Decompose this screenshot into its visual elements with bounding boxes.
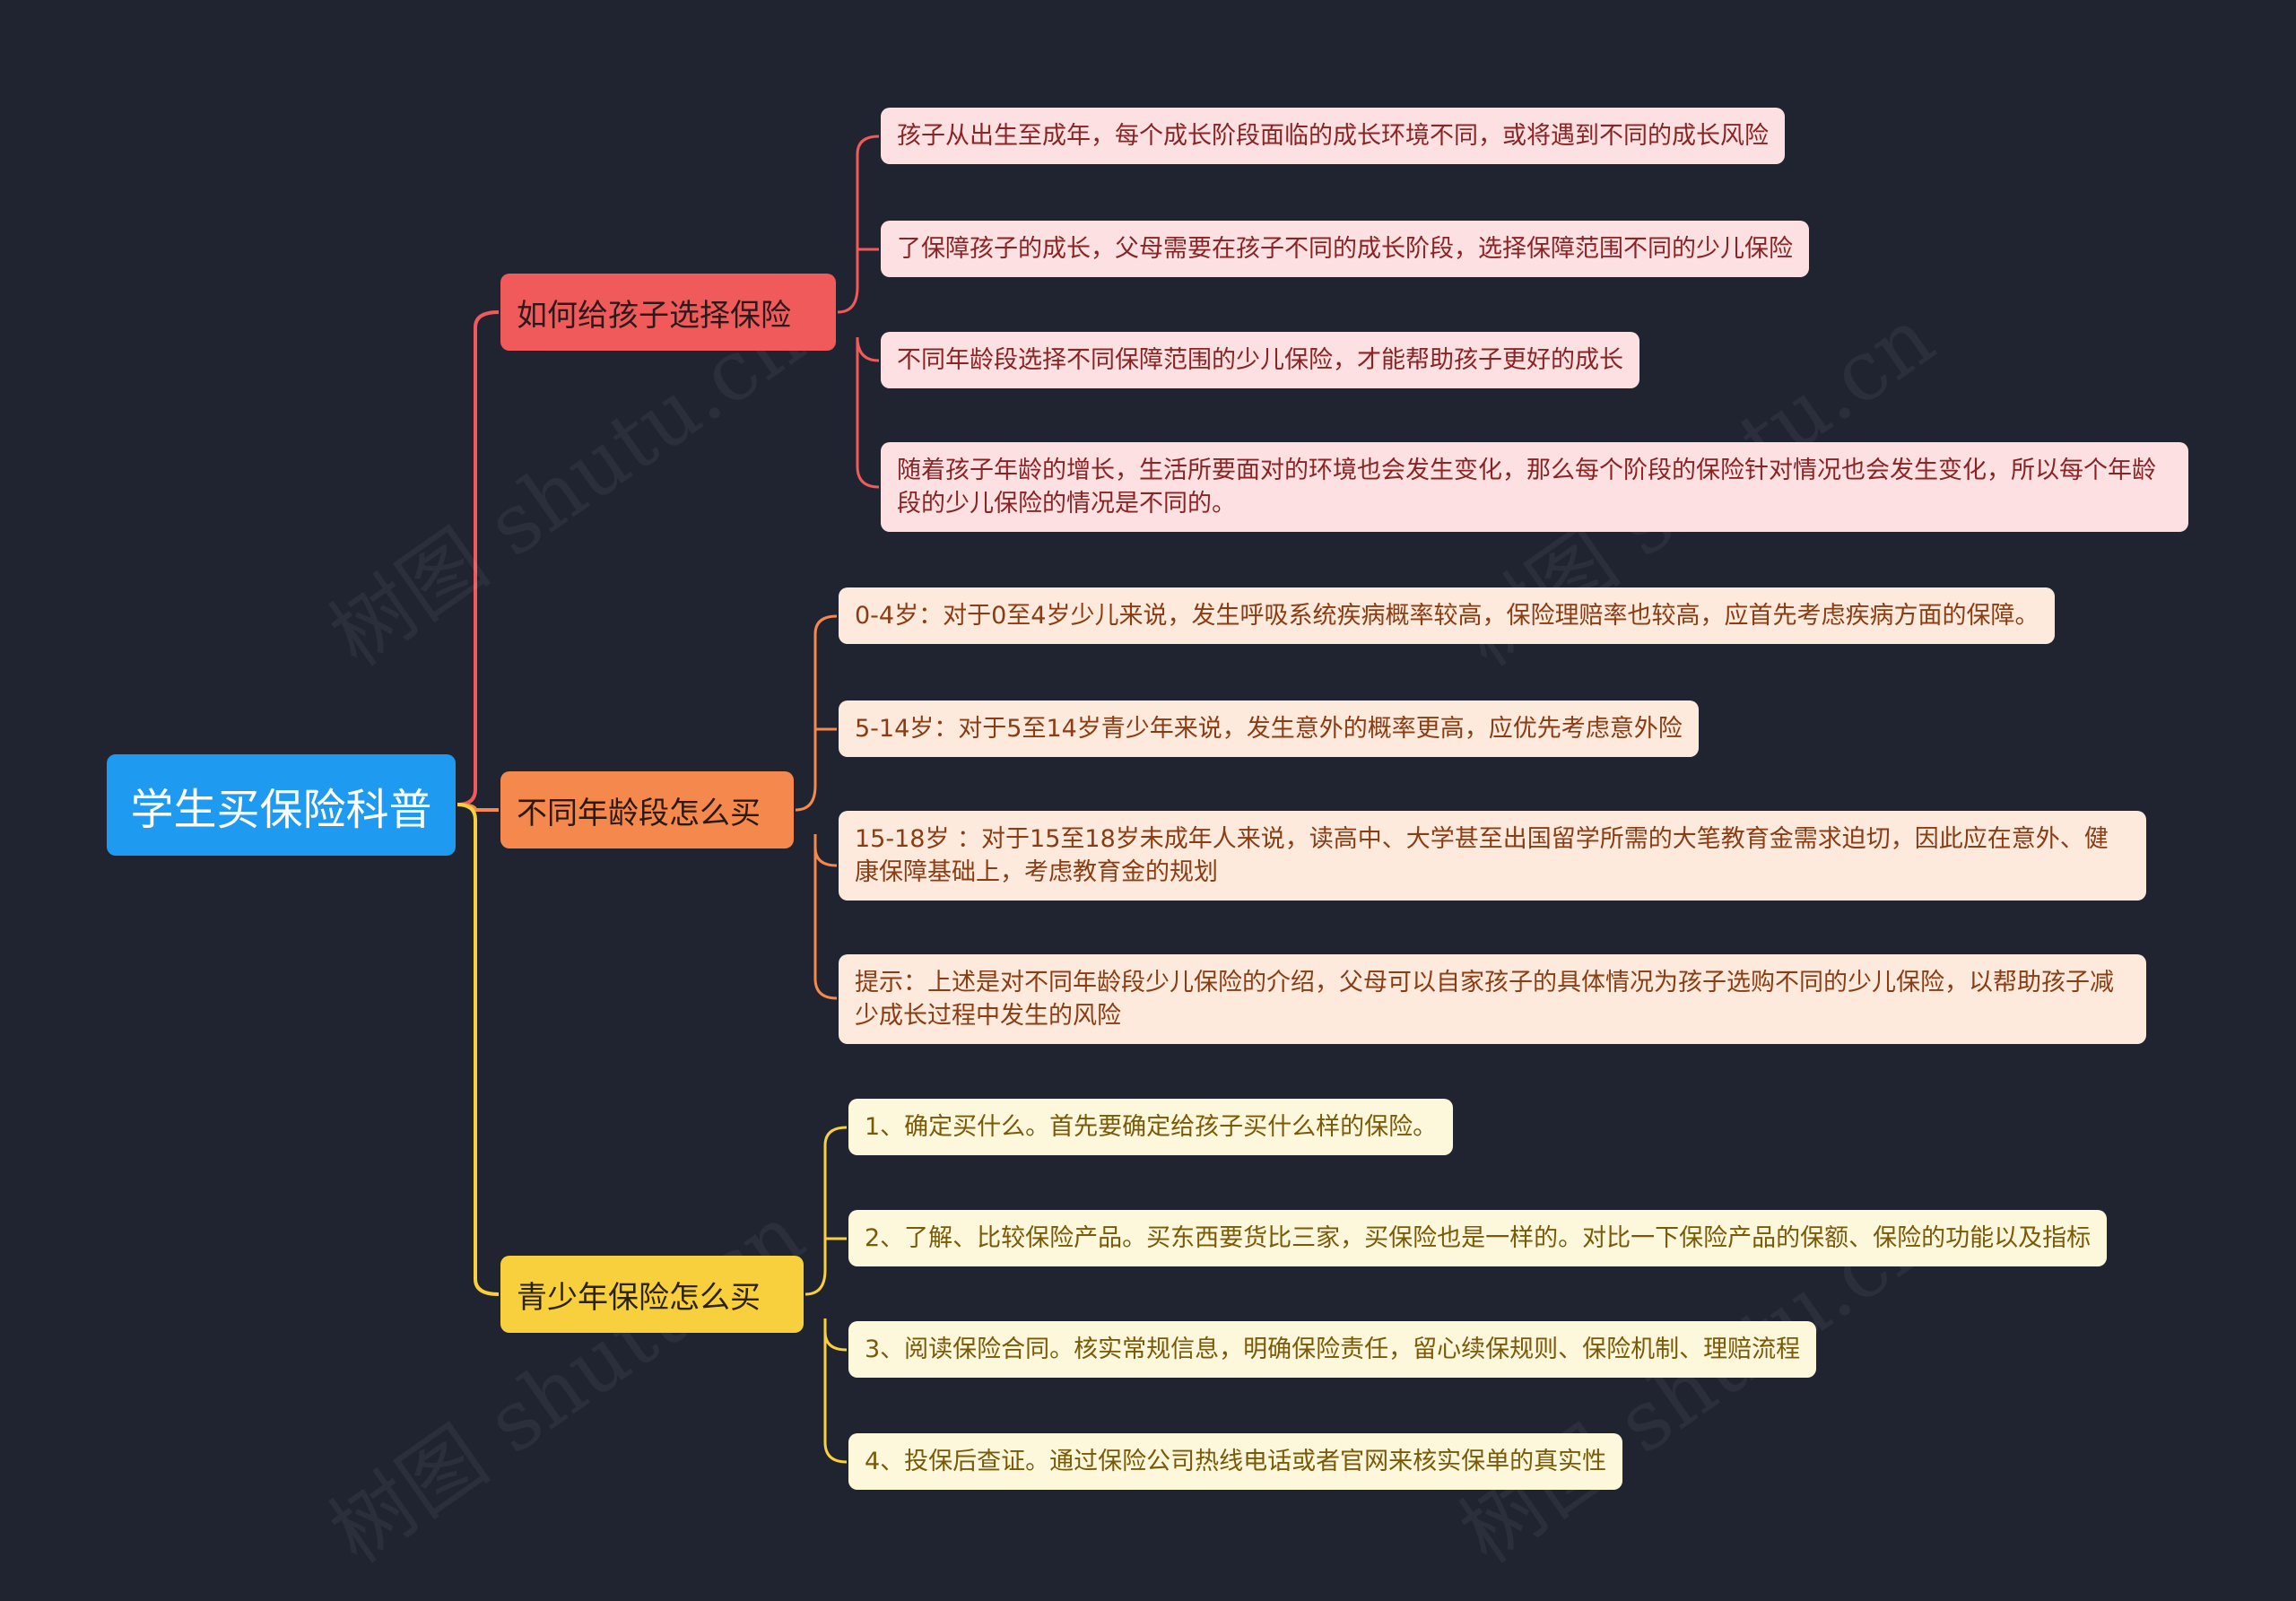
connector-branch-2-leaves	[795, 614, 838, 1000]
branch-node-by-age[interactable]: 不同年龄段怎么买	[500, 771, 794, 848]
leaf-node-1-2[interactable]: 了保障孩子的成长，父母需要在孩子不同的成长阶段，选择保障范围不同的少儿保险	[881, 221, 1809, 277]
leaf-node-2-4[interactable]: 提示：上述是对不同年龄段少儿保险的介绍，父母可以自家孩子的具体情况为孩子选购不同…	[839, 954, 2146, 1044]
leaf-label: 0-4岁：对于0至4岁少儿来说，发生呼吸系统疾病概率较高，保险理赔率也较高，应首…	[855, 602, 2039, 630]
leaf-label: 5-14岁：对于5至14岁青少年来说，发生意外的概率更高，应优先考虑意外险	[855, 715, 1683, 743]
leaf-label: 1、确定买什么。首先要确定给孩子买什么样的保险。	[865, 1113, 1438, 1141]
leaf-node-3-3[interactable]: 3、阅读保险合同。核实常规信息，明确保险责任，留心续保规则、保险机制、理赔流程	[848, 1321, 1817, 1378]
leaf-node-2-2[interactable]: 5-14岁：对于5至14岁青少年来说，发生意外的概率更高，应优先考虑意外险	[839, 700, 1699, 757]
root-label: 学生买保险科普	[130, 784, 432, 835]
branch-label: 不同年龄段怎么买	[517, 795, 761, 831]
leaf-node-1-3[interactable]: 不同年龄段选择不同保障范围的少儿保险，才能帮助孩子更好的成长	[881, 332, 1639, 388]
leaf-label: 孩子从出生至成年，每个成长阶段面临的成长环境不同，或将遇到不同的成长风险	[897, 122, 1769, 150]
leaf-node-2-1[interactable]: 0-4岁：对于0至4岁少儿来说，发生呼吸系统疾病概率较高，保险理赔率也较高，应首…	[839, 587, 2056, 644]
leaf-node-3-1[interactable]: 1、确定买什么。首先要确定给孩子买什么样的保险。	[848, 1099, 1454, 1155]
connector-root-branch-1	[457, 310, 500, 806]
leaf-label: 3、阅读保险合同。核实常规信息，明确保险责任，留心续保规则、保险机制、理赔流程	[865, 1336, 1801, 1363]
branch-node-choose-insurance[interactable]: 如何给孩子选择保险	[500, 274, 836, 351]
leaf-node-3-2[interactable]: 2、了解、比较保险产品。买东西要货比三家，买保险也是一样的。对比一下保险产品的保…	[848, 1210, 2108, 1266]
leaf-node-1-1[interactable]: 孩子从出生至成年，每个成长阶段面临的成长环境不同，或将遇到不同的成长风险	[881, 108, 1785, 164]
branch-label: 如何给孩子选择保险	[517, 297, 791, 334]
connector-branch-3-leaves	[804, 1126, 848, 1464]
branch-label: 青少年保险怎么买	[517, 1279, 761, 1316]
leaf-label: 4、投保后查证。通过保险公司热线电话或者官网来核实保单的真实性	[865, 1448, 1607, 1475]
leaf-label: 提示：上述是对不同年龄段少儿保险的介绍，父母可以自家孩子的具体情况为孩子选购不同…	[855, 969, 2114, 1030]
leaf-label: 不同年龄段选择不同保障范围的少儿保险，才能帮助孩子更好的成长	[897, 346, 1623, 374]
leaf-node-1-4[interactable]: 随着孩子年龄的增长，生活所要面对的环境也会发生变化，那么每个阶段的保险针对情况也…	[881, 442, 2188, 532]
connector-branch-1-leaves	[837, 135, 880, 489]
connector-root-branch-3	[457, 803, 500, 1296]
leaf-label: 15-18岁 ：对于15至18岁未成年人来说，读高中、大学甚至出国留学所需的大笔…	[855, 825, 2109, 886]
leaf-node-3-4[interactable]: 4、投保后查证。通过保险公司热线电话或者官网来核实保单的真实性	[848, 1433, 1623, 1490]
leaf-label: 随着孩子年龄的增长，生活所要面对的环境也会发生变化，那么每个阶段的保险针对情况也…	[897, 457, 2156, 518]
leaf-node-2-3[interactable]: 15-18岁 ：对于15至18岁未成年人来说，读高中、大学甚至出国留学所需的大笔…	[839, 811, 2146, 901]
leaf-label: 2、了解、比较保险产品。买东西要货比三家，买保险也是一样的。对比一下保险产品的保…	[865, 1224, 2092, 1252]
branch-node-how-to-buy[interactable]: 青少年保险怎么买	[500, 1256, 804, 1333]
root-node[interactable]: 学生买保险科普	[107, 754, 456, 856]
leaf-label: 了保障孩子的成长，父母需要在孩子不同的成长阶段，选择保障范围不同的少儿保险	[897, 235, 1793, 263]
